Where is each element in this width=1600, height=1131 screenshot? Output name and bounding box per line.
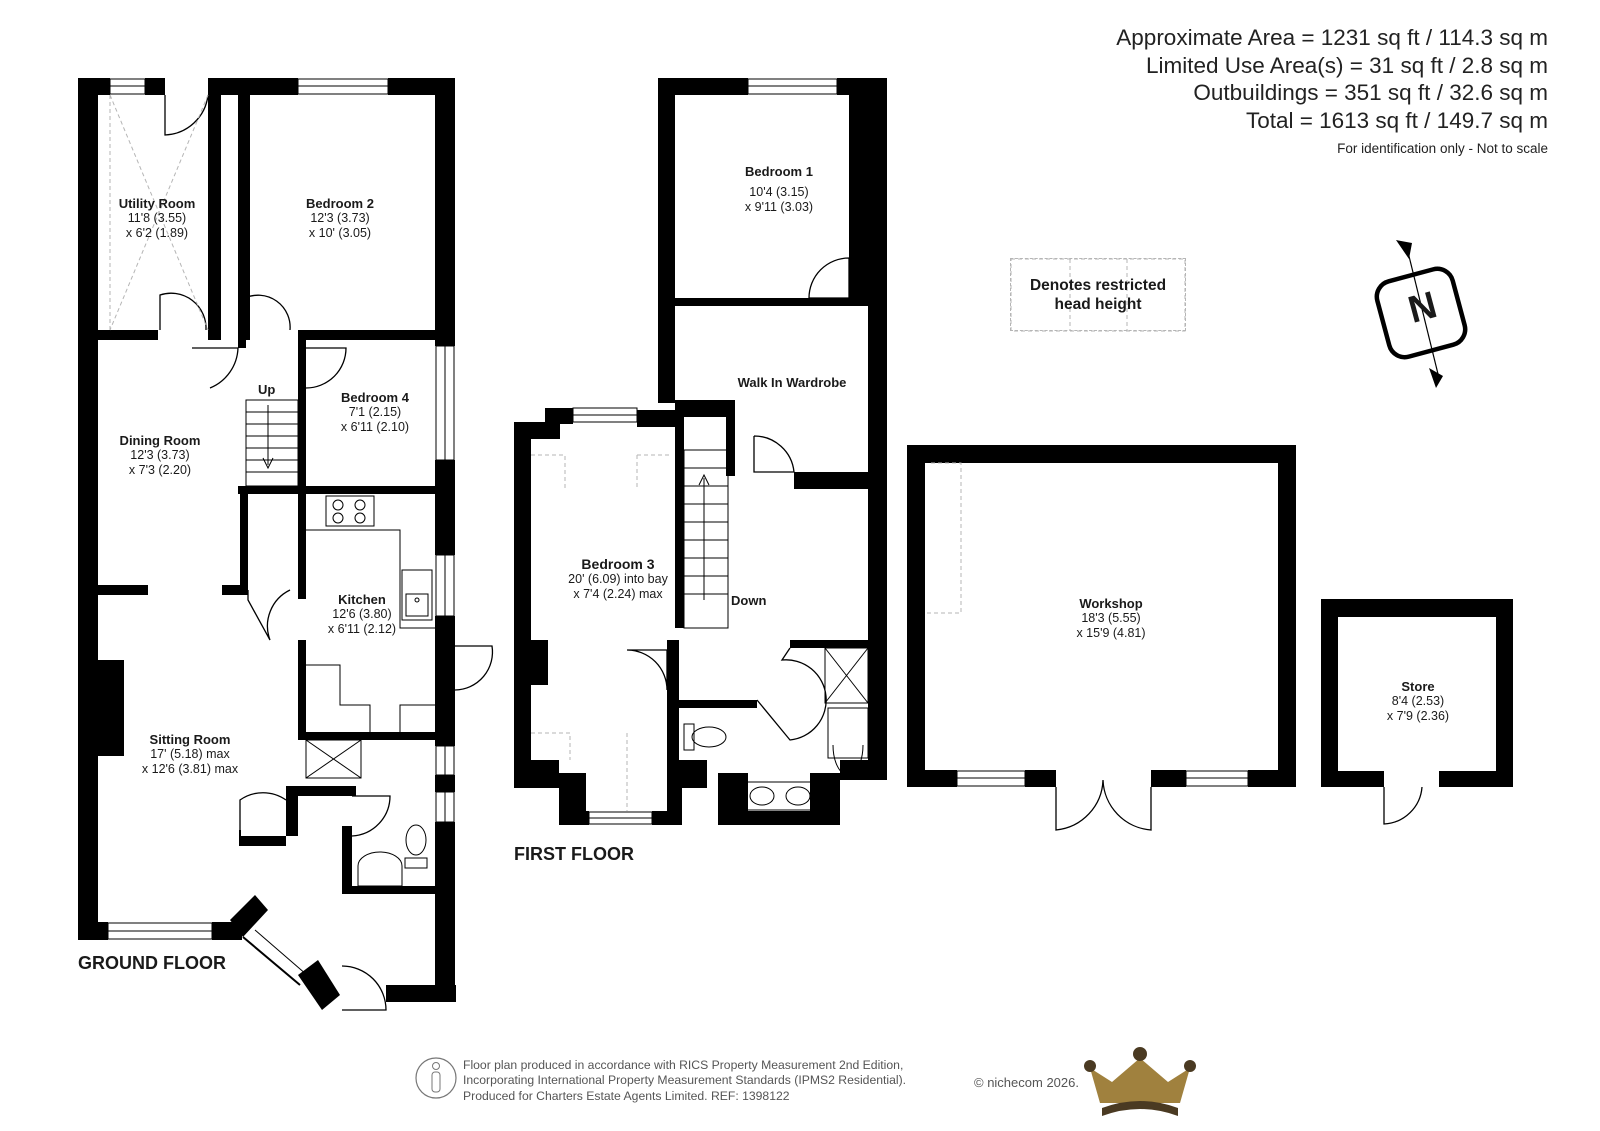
wall-segments — [78, 78, 1513, 1002]
window-glazing — [107, 78, 1249, 1002]
room-dimension: x 10' (3.05) — [308, 226, 372, 240]
limited-use-text: Limited Use Area(s) = 31 sq ft / 2.8 sq … — [1145, 52, 1548, 78]
room-dining: Dining Room 12'3 (3.73) x 7'3 (2.20) — [120, 433, 201, 478]
room-workshop: Workshop 18'3 (5.55) x 15'9 (4.81) — [1076, 596, 1145, 641]
door-swings — [159, 94, 1423, 1011]
room-name: Utility Room — [118, 196, 196, 211]
crown-logo-icon — [1084, 1047, 1196, 1116]
room-name: Bedroom 1 — [745, 164, 813, 179]
bay-walls — [230, 830, 340, 1010]
room-dimension: 18'3 (5.55) — [1081, 611, 1141, 625]
room-dimension: x 12'6 (3.81) max — [141, 762, 239, 776]
area-summary: Approximate Area = 1231 sq ft / 114.3 sq… — [1116, 24, 1548, 156]
room-store: Store 8'4 (2.53) x 7'9 (2.36) — [1387, 679, 1449, 724]
compass-icon — [1374, 240, 1468, 388]
room-sitting: Sitting Room 17' (5.18) max x 12'6 (3.81… — [142, 732, 238, 777]
room-dimension: x 7'3 (2.20) — [128, 463, 192, 477]
room-dimension: x 6'11 (2.10) — [340, 420, 410, 434]
room-walk-in-wardrobe: Walk In Wardrobe — [738, 375, 847, 390]
room-name: Bedroom 3 — [581, 556, 655, 572]
room-dimension: x 6'2 (1.89) — [125, 226, 189, 240]
room-name: Sitting Room — [149, 732, 231, 747]
room-name: Store — [1401, 679, 1435, 694]
room-dimension: 12'6 (3.80) — [332, 607, 392, 621]
room-name: Kitchen — [338, 592, 386, 607]
room-dimension: x 7'4 (2.24) max — [573, 587, 663, 601]
room-dimension: x 6'11 (2.12) — [327, 622, 397, 636]
footer-line: Incorporating International Property Mea… — [463, 1073, 907, 1088]
outbuildings-text: Outbuildings = 351 sq ft / 32.6 sq m — [1193, 80, 1548, 105]
stairs-up-label: Up — [258, 382, 276, 397]
total-text: Total = 1613 sq ft / 149.7 sq m — [1245, 107, 1548, 133]
room-name: Bedroom 4 — [341, 390, 409, 405]
room-dimension: 12'3 (3.73) — [130, 448, 190, 462]
fixtures — [305, 495, 869, 887]
ground-floor-label: GROUND FLOOR — [78, 953, 226, 973]
room-kitchen: Kitchen 12'6 (3.80) x 6'11 (2.12) — [328, 592, 396, 637]
room-name: Walk In Wardrobe — [737, 375, 847, 390]
room-dimension: 7'1 (2.15) — [348, 405, 402, 419]
restricted-head-height-legend: Denotes restricted head height — [1010, 258, 1186, 331]
room-name: Workshop — [1079, 596, 1143, 611]
room-dimension: 10'4 (3.15) — [749, 185, 809, 199]
room-dimension: 12'3 (3.73) — [310, 211, 370, 225]
room-dimension: x 7'9 (2.36) — [1386, 709, 1450, 723]
footer-line: Produced for Charters Estate Agents Limi… — [463, 1088, 790, 1103]
room-dimension: x 9'11 (3.03) — [744, 200, 814, 214]
approx-area-text: Approximate Area = 1231 sq ft / 114.3 sq… — [1116, 25, 1548, 50]
identification-note: For identification only - Not to scale — [1337, 141, 1548, 156]
room-dimension: 17' (5.18) max — [150, 747, 230, 761]
room-dimension: 20' (6.09) into bay — [568, 572, 668, 586]
staircases — [245, 399, 729, 629]
copyright-text: © nichecom 2026. — [974, 1075, 1079, 1090]
footer-line: Floor plan produced in accordance with R… — [463, 1058, 904, 1072]
footer-text: Floor plan produced in accordance with R… — [463, 1058, 906, 1104]
room-bedroom-1: Bedroom 1 10'4 (3.15) x 9'11 (3.03) — [745, 164, 813, 215]
room-name: Bedroom 2 — [306, 196, 374, 211]
room-bedroom-2: Bedroom 2 12'3 (3.73) x 10' (3.05) — [306, 196, 374, 241]
stairs-down-label: Down — [731, 593, 767, 608]
first-floor-label: FIRST FLOOR — [514, 844, 634, 864]
room-dimension: 11'8 (3.55) — [127, 211, 187, 225]
person-icon — [415, 1057, 457, 1099]
room-bedroom-4: Bedroom 4 7'1 (2.15) x 6'11 (2.10) — [341, 390, 409, 435]
room-utility: Utility Room 11'8 (3.55) x 6'2 (1.89) — [119, 196, 196, 241]
room-dimension: x 15'9 (4.81) — [1076, 626, 1146, 640]
room-name: Dining Room — [119, 433, 201, 448]
room-bedroom-3: Bedroom 3 20' (6.09) into bay x 7'4 (2.2… — [568, 557, 668, 602]
room-dimension: 8'4 (2.53) — [1391, 694, 1445, 708]
